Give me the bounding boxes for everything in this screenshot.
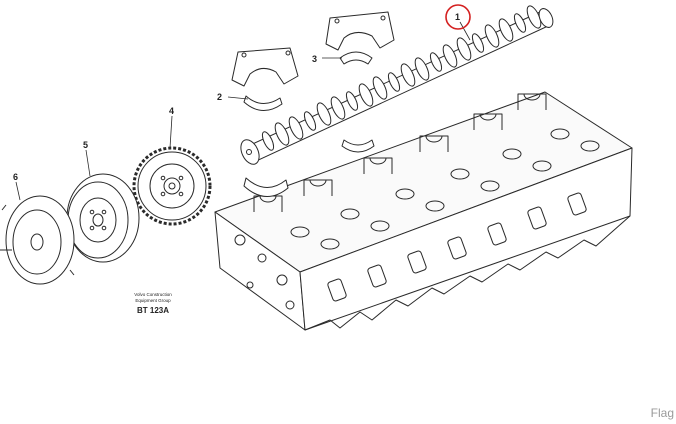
callout-1: 1 bbox=[455, 12, 460, 22]
callout-5: 5 bbox=[83, 140, 88, 150]
caption-block: Volvo Construction Equipment Group BT 12… bbox=[134, 292, 172, 315]
leader-lines bbox=[15, 21, 471, 201]
caption-line-1: Volvo Construction bbox=[134, 292, 172, 297]
bearing-saddles bbox=[253, 93, 547, 212]
ports bbox=[327, 192, 587, 302]
cylinder-head bbox=[214, 91, 633, 331]
caption-code: BT 123A bbox=[137, 306, 169, 315]
bearing-shell-mid bbox=[341, 139, 375, 153]
timing-gear bbox=[132, 146, 212, 226]
callout-4: 4 bbox=[169, 106, 174, 116]
callout-2: 2 bbox=[217, 92, 222, 102]
bearing-cap-top bbox=[325, 11, 395, 51]
bearing-shell-upper bbox=[339, 51, 373, 65]
caption-line-2: Equipment Group bbox=[135, 298, 171, 303]
cam-lobes bbox=[261, 5, 554, 151]
callout-3: 3 bbox=[312, 54, 317, 64]
camshaft bbox=[240, 5, 554, 165]
bearing-shell-lower bbox=[243, 95, 283, 111]
highlight-circle bbox=[445, 4, 471, 30]
vibration-damper bbox=[66, 173, 140, 263]
bearing-cap-left bbox=[231, 47, 299, 87]
flywheel-plate bbox=[0, 195, 75, 285]
callout-6: 6 bbox=[13, 172, 18, 182]
watermark-text: Flag bbox=[650, 406, 674, 420]
bearing-shell-front bbox=[243, 177, 289, 197]
valve-pockets bbox=[290, 128, 600, 250]
